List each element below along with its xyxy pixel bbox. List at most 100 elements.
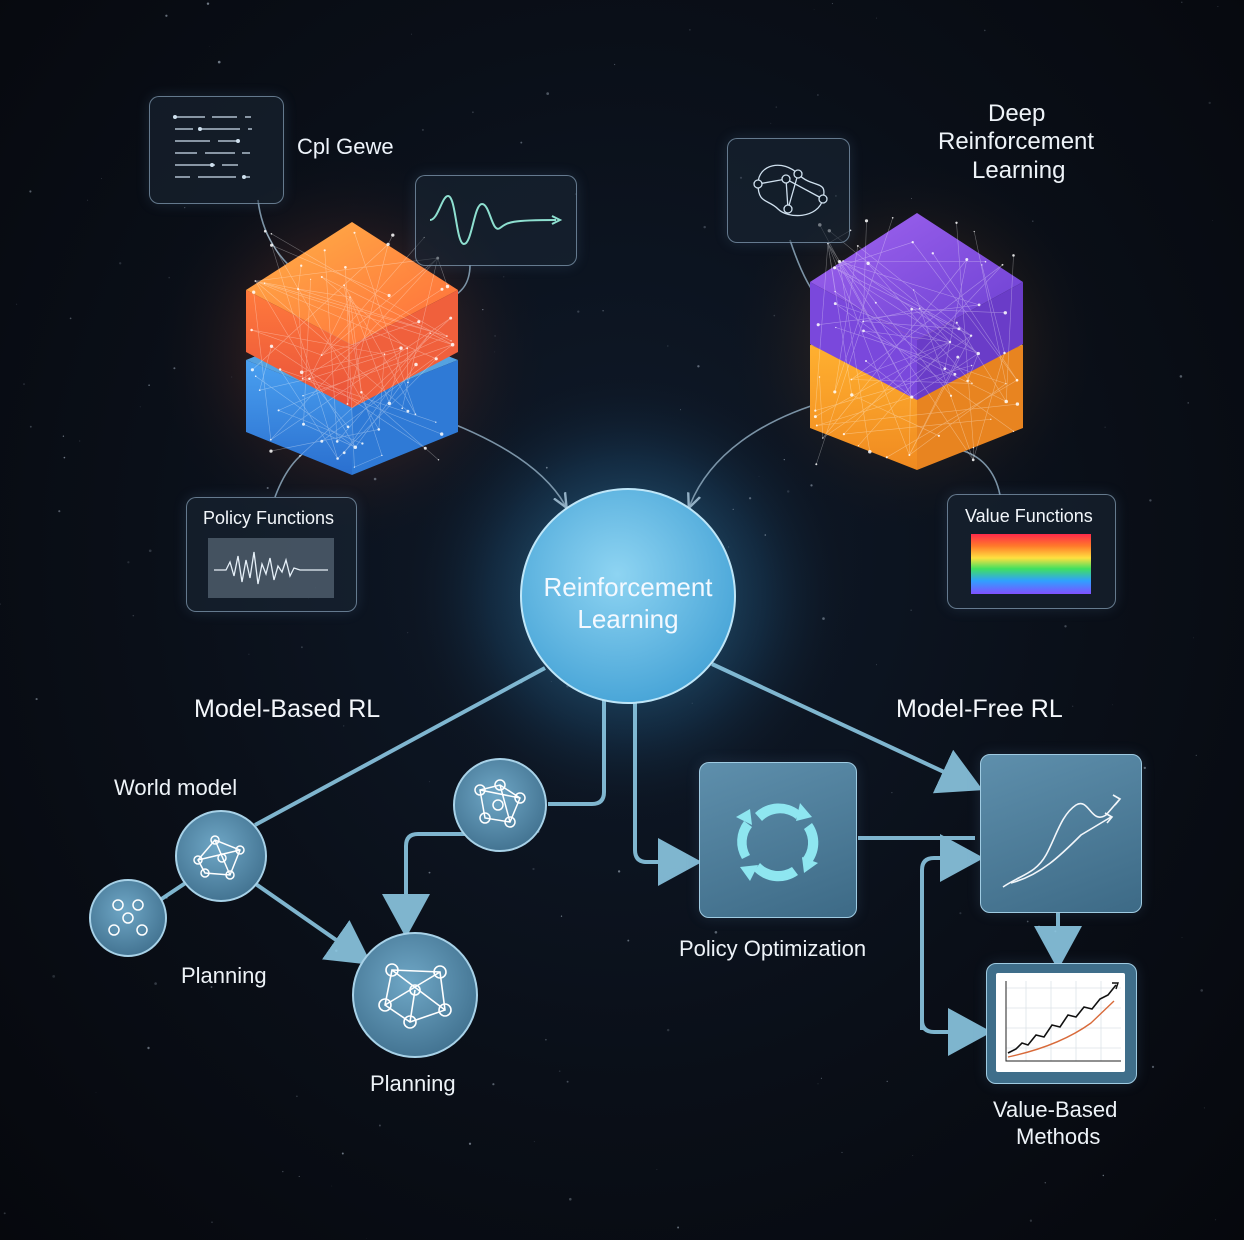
star (482, 308, 484, 311)
cube-edge (886, 379, 1018, 458)
star (148, 384, 150, 386)
waveform-icon (429, 194, 563, 246)
cube-node-dot (258, 389, 261, 392)
cube-edge (815, 243, 829, 411)
center-title: Reinforcement Learning (521, 571, 735, 635)
star (168, 276, 170, 279)
cube-edge (336, 333, 431, 442)
cube-edge (851, 394, 940, 437)
star (1211, 219, 1213, 221)
cube-node-dot (250, 328, 253, 332)
star (560, 915, 563, 917)
cube-edge (355, 364, 417, 448)
spectrum-icon (971, 534, 1091, 594)
network-panel (727, 138, 850, 243)
waveform-panel (415, 175, 577, 266)
star (95, 1092, 97, 1093)
trend-chart-icon (1002, 794, 1122, 888)
cube-node-dot (937, 434, 941, 437)
cube-edge (973, 231, 1007, 384)
cube-edge (834, 291, 956, 375)
star (533, 1141, 535, 1143)
planning-node[interactable] (352, 932, 478, 1058)
star (875, 664, 877, 666)
cube-edge (302, 344, 453, 396)
cube-node-dot (343, 284, 345, 287)
star (764, 534, 767, 536)
cube-node-dot (414, 362, 418, 367)
cube-edge (827, 243, 836, 292)
small-planning-node[interactable] (89, 879, 167, 957)
value-functions-title: Value Functions (965, 506, 1093, 526)
center-title-line1: Reinforcement (543, 572, 713, 602)
star (714, 931, 718, 934)
cube-edge (834, 267, 972, 336)
star (364, 152, 365, 154)
network-node[interactable] (453, 758, 547, 852)
star (1072, 705, 1074, 707)
cube-node-dot (1015, 402, 1020, 406)
star (492, 1083, 495, 1086)
star (982, 168, 984, 170)
cube-edge (843, 419, 991, 435)
star (16, 303, 18, 305)
cube-node-dot (1003, 351, 1006, 355)
cube-edge (343, 285, 416, 415)
cube-node-dot (323, 249, 326, 252)
cube-edge (321, 237, 425, 356)
cube-edge (255, 280, 299, 290)
cube-node-dot (885, 456, 888, 459)
cube-edge (401, 258, 438, 409)
world-model-node[interactable] (175, 810, 267, 902)
policy-optimization-box[interactable] (699, 762, 857, 918)
cube-edge (255, 280, 409, 412)
cube-node-dot (969, 334, 973, 337)
star (558, 1070, 561, 1072)
cube-edge (839, 261, 871, 452)
model-free-label: Model-Free RL (896, 695, 1063, 723)
cube-edge (822, 259, 968, 439)
star (410, 33, 412, 35)
policy-optimization-label: Policy Optimization (679, 936, 867, 961)
cube-node-dot (414, 413, 417, 416)
cube-node-dot (417, 320, 421, 324)
cube-node-dot (429, 332, 431, 334)
cube-node-dot (918, 307, 921, 310)
star (1151, 1065, 1155, 1069)
star (79, 440, 81, 442)
cube-node-dot (971, 458, 975, 462)
drl-title-line3: Learning (972, 157, 1066, 184)
star (209, 46, 211, 47)
cube-edge (297, 289, 303, 379)
cube-edge (251, 329, 322, 356)
star (58, 510, 61, 513)
trend-chart-box[interactable] (980, 754, 1142, 913)
cube-edge (843, 264, 1003, 435)
star (87, 199, 89, 201)
star (1044, 1182, 1047, 1184)
star (910, 609, 912, 611)
star (119, 262, 122, 265)
star (1193, 637, 1194, 639)
cube-edge (981, 264, 1005, 354)
star (546, 92, 550, 95)
cube-edge (264, 231, 380, 430)
cube-edge (829, 230, 979, 354)
cube-edge (863, 330, 1007, 402)
cube-node-dot (850, 393, 854, 397)
cube-node-dot (435, 421, 437, 423)
cube-edge (851, 264, 1003, 380)
value-based-box[interactable] (986, 963, 1137, 1084)
cube-edge (259, 346, 272, 391)
cube-node-dot (386, 242, 390, 247)
cube-edge (827, 243, 910, 456)
cube-edge (932, 253, 1018, 381)
cube-edge (264, 282, 447, 337)
star (773, 314, 776, 317)
cube-edge (378, 354, 385, 430)
cube-edge (839, 261, 980, 306)
cube-node-dot (856, 244, 859, 247)
star (566, 1080, 569, 1083)
